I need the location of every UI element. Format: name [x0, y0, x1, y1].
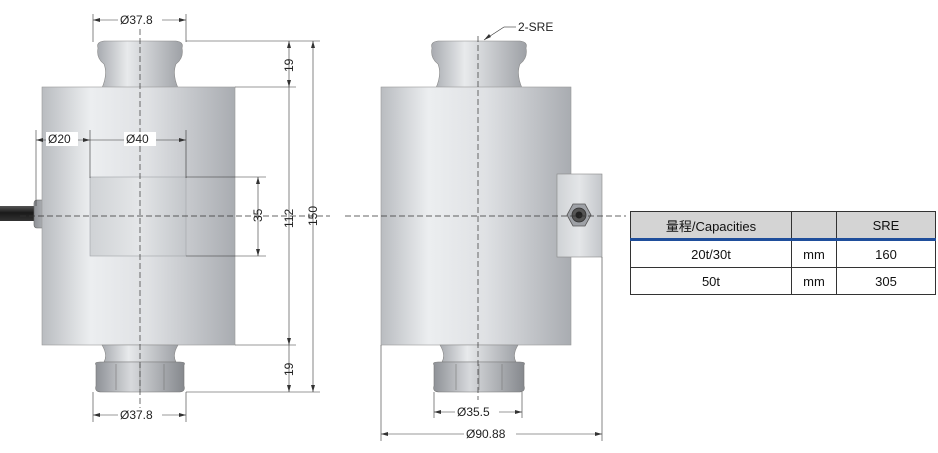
body-diameter-label: Ø90.88 — [466, 427, 506, 441]
bottom-diameter-label: Ø37.8 — [120, 408, 153, 422]
right-view — [345, 36, 626, 400]
header-model: SRE — [836, 211, 936, 240]
foot-diameter-label: Ø35.5 — [457, 405, 490, 419]
top-head — [97, 40, 183, 89]
window-height-label: 35 — [251, 208, 265, 222]
capacity-spec-table: 量程/Capacities SRE 20t/30t mm 160 50t mm … — [630, 211, 936, 295]
header-capacities: 量程/Capacities — [630, 211, 792, 240]
row-capacity: 50t — [630, 267, 792, 295]
table-row: 50t mm 305 — [630, 267, 936, 295]
gauge-window — [89, 176, 187, 257]
top-head-height-label: 19 — [282, 58, 296, 72]
table-header-row: 量程/Capacities SRE — [630, 211, 936, 240]
row-unit: mm — [791, 267, 837, 295]
right-view-dimensions: 2-SRE Ø35.5 Ø90.88 — [380, 20, 603, 441]
row-value: 305 — [836, 267, 936, 295]
row-unit: mm — [791, 238, 837, 268]
row-value: 160 — [836, 238, 936, 268]
right-bottom-neck — [439, 344, 519, 363]
table-row: 20t/30t mm 160 — [630, 238, 936, 268]
body-height-label: 112 — [282, 209, 296, 228]
header-unit — [791, 211, 837, 240]
thread-label: 2-SRE — [518, 20, 553, 34]
left-view — [0, 20, 330, 412]
left-view-dimensions: Ø37.8 Ø20 Ø40 35 19 112 — [35, 13, 320, 422]
total-height-label: 150 — [306, 206, 320, 226]
window-width-label: Ø40 — [126, 132, 149, 146]
cable — [0, 206, 36, 221]
right-top-head — [431, 40, 527, 89]
cable-diameter-label: Ø20 — [48, 132, 71, 146]
top-diameter-label: Ø37.8 — [120, 13, 153, 27]
bottom-head-height-label: 19 — [282, 362, 296, 376]
row-capacity: 20t/30t — [630, 238, 792, 268]
